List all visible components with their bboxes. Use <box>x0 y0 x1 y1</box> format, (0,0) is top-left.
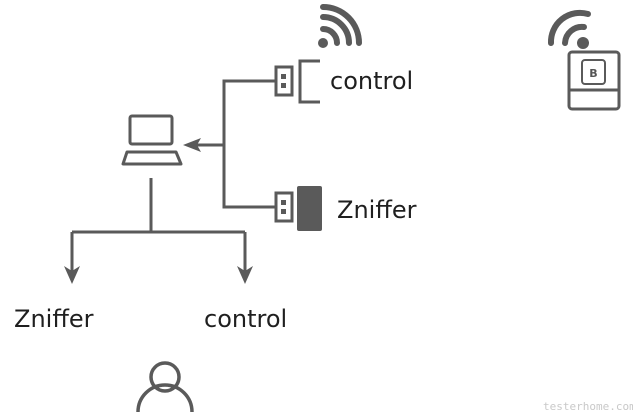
label-bottom-dongle-zniffer: Zniffer <box>337 196 417 224</box>
device-wifi-signal-icon <box>547 9 591 46</box>
watermark: testerhome.com <box>543 400 633 413</box>
label-top-dongle-control: control <box>330 67 413 95</box>
smart-device-icon: B <box>567 50 621 111</box>
user-icon <box>136 361 194 413</box>
usb-dongle-zniffer-icon <box>274 186 322 231</box>
label-right-branch-control: control <box>204 305 287 333</box>
label-left-branch-zniffer: Zniffer <box>14 305 94 333</box>
dongle-connector-lines <box>195 79 276 209</box>
device-wifi-dot-icon <box>577 37 589 49</box>
laptop-icon <box>121 114 183 166</box>
top-wifi-signal-icon <box>318 4 362 48</box>
arrow-down-right-icon <box>237 266 253 284</box>
usb-dongle-control-icon <box>274 59 320 104</box>
arrow-down-left-icon <box>64 266 80 284</box>
laptop-branch-lines <box>70 178 247 272</box>
arrow-to-laptop-icon <box>183 138 201 152</box>
device-badge: B <box>589 67 597 80</box>
